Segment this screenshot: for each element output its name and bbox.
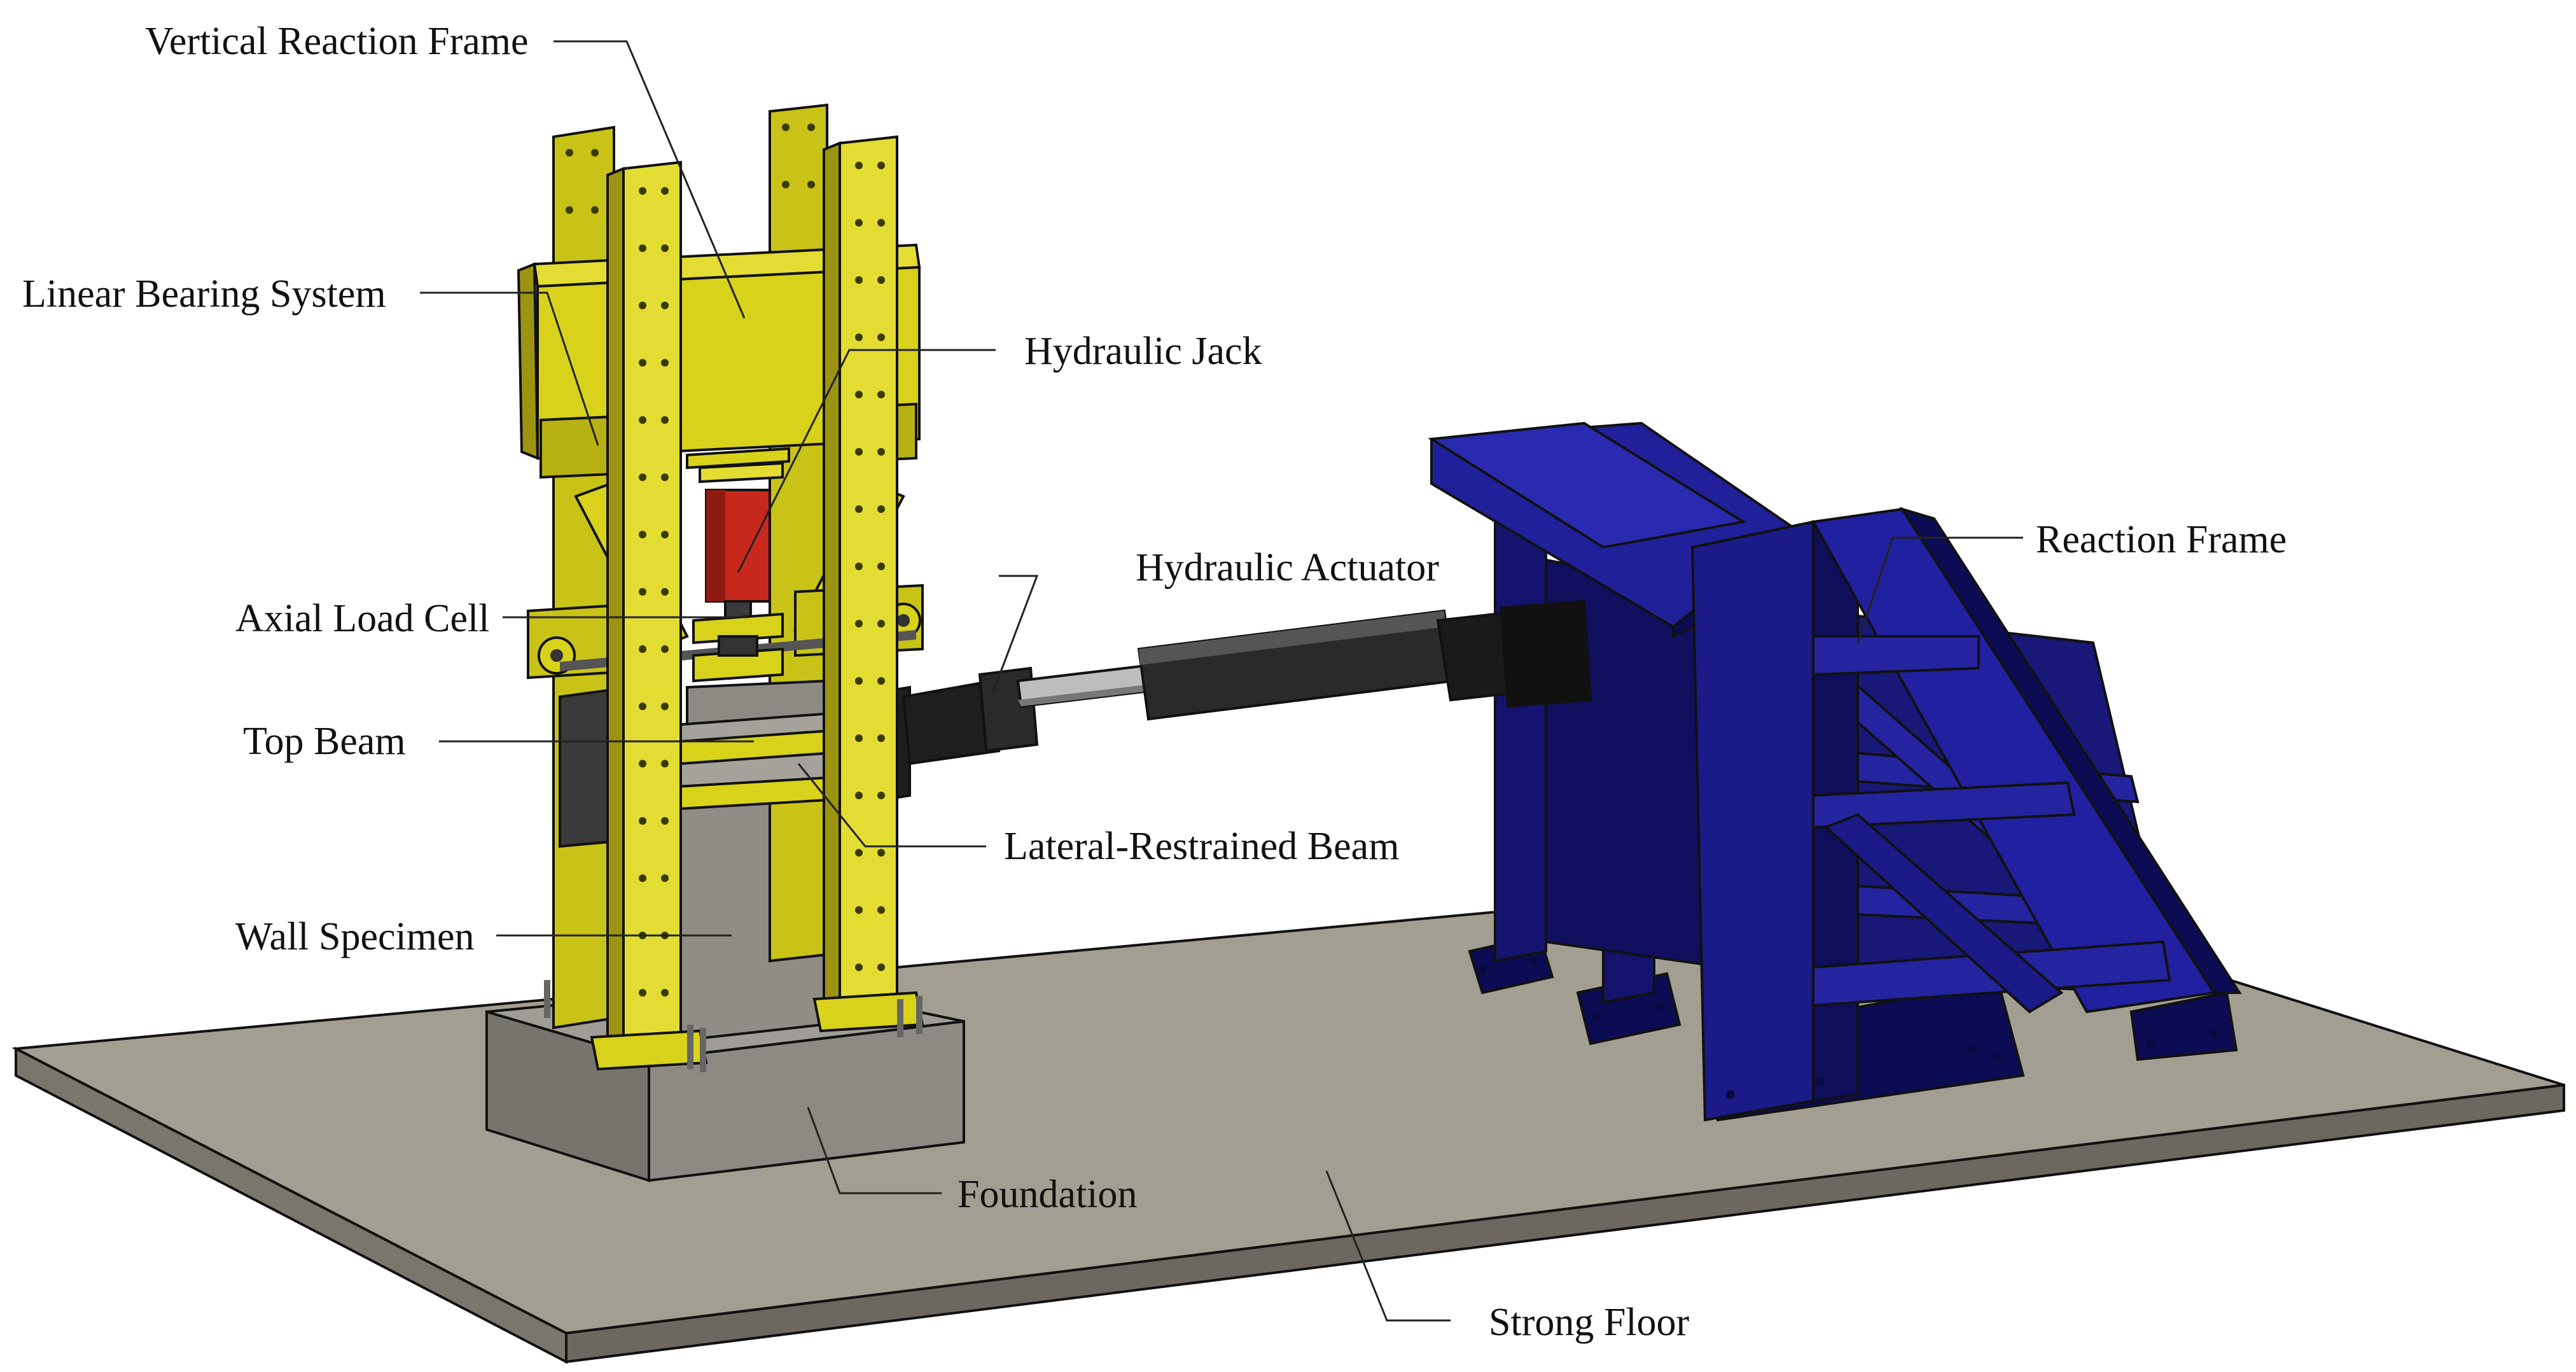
label-strong-floor: Strong Floor — [1489, 1301, 1690, 1344]
reaction-frame — [1428, 421, 2242, 1122]
column-bolt-holes — [566, 123, 885, 997]
label-top-beam: Top Beam — [243, 720, 406, 763]
hydraulic-actuator — [902, 599, 1592, 766]
label-wall-specimen: Wall Specimen — [235, 915, 475, 958]
label-vertical-reaction-frame: Vertical Reaction Frame — [145, 20, 529, 63]
leader-lines — [420, 40, 2023, 1322]
label-linear-bearing-system: Linear Bearing System — [22, 272, 386, 316]
label-foundation: Foundation — [957, 1173, 1137, 1216]
label-hydraulic-actuator: Hydraulic Actuator — [1136, 546, 1439, 589]
label-reaction-frame: Reaction Frame — [2036, 518, 2287, 561]
label-hydraulic-jack: Hydraulic Jack — [1024, 330, 1262, 373]
label-axial-load-cell: Axial Load Cell — [235, 597, 489, 640]
vertical-reaction-frame — [517, 103, 924, 1072]
callout-labels: Vertical Reaction Frame Linear Bearing S… — [22, 20, 2287, 1344]
label-lateral-restrained-beam: Lateral-Restrained Beam — [1004, 825, 1399, 868]
